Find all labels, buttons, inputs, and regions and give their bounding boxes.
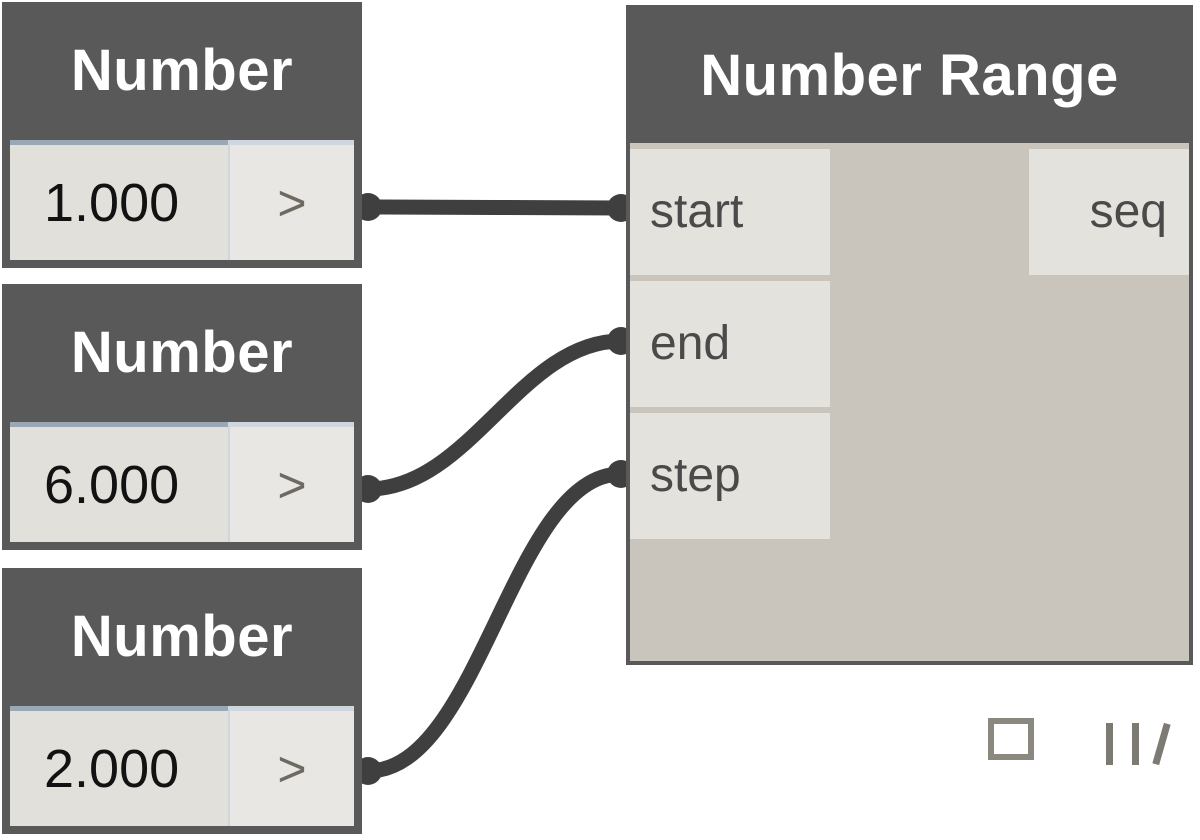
number-expand-button-2[interactable]: > <box>228 422 354 542</box>
chevron-right-icon: > <box>277 174 307 231</box>
number-value-text-2: 6.000 <box>44 454 180 515</box>
lacing-icon[interactable] <box>1104 722 1172 766</box>
lacing-bar-3 <box>1152 722 1171 766</box>
wire-number3-to-step <box>360 466 629 779</box>
chevron-right-icon: > <box>277 740 307 797</box>
number-expand-button-3[interactable]: > <box>228 706 354 826</box>
number-value-text-3: 2.000 <box>44 738 180 799</box>
lacing-bar-2 <box>1132 723 1139 765</box>
node-title-number-3: Number <box>6 572 358 702</box>
wire-number1-to-start <box>360 199 629 216</box>
output-port-label-seq: seq <box>1089 185 1167 238</box>
wire-number2-to-end <box>360 333 629 497</box>
node-title-number-1: Number <box>6 6 358 136</box>
node-title-number-2: Number <box>6 288 358 418</box>
number-value-field-3[interactable]: 2.000 <box>10 706 228 826</box>
node-title-number-range: Number Range <box>630 9 1189 143</box>
input-port-label-start: start <box>650 185 744 238</box>
node-number-2[interactable]: Number 6.000 > <box>2 284 362 550</box>
input-port-label-end: end <box>650 317 731 370</box>
number-value-field-1[interactable]: 1.000 <box>10 140 228 260</box>
number-range-body: start end step seq <box>630 143 1189 766</box>
input-port-end[interactable]: end <box>630 281 830 407</box>
chevron-right-icon: > <box>277 456 307 513</box>
output-port-seq[interactable]: seq <box>1029 149 1189 275</box>
node-number-range[interactable]: Number Range start end step seq <box>626 5 1193 766</box>
number-value-field-2[interactable]: 6.000 <box>10 422 228 542</box>
number-node-body-3: 2.000 > <box>10 706 354 826</box>
number-value-text-1: 1.000 <box>44 172 180 233</box>
input-port-start[interactable]: start <box>630 149 830 275</box>
lacing-bar-1 <box>1106 723 1113 765</box>
number-expand-button-1[interactable]: > <box>228 140 354 260</box>
number-node-body-2: 6.000 > <box>10 422 354 542</box>
input-port-step[interactable]: step <box>630 413 830 539</box>
input-port-label-step: step <box>650 449 741 502</box>
preview-toggle-icon[interactable] <box>988 718 1034 760</box>
node-number-1[interactable]: Number 1.000 > <box>2 2 362 268</box>
node-number-3[interactable]: Number 2.000 > <box>2 568 362 834</box>
number-node-body-1: 1.000 > <box>10 140 354 260</box>
